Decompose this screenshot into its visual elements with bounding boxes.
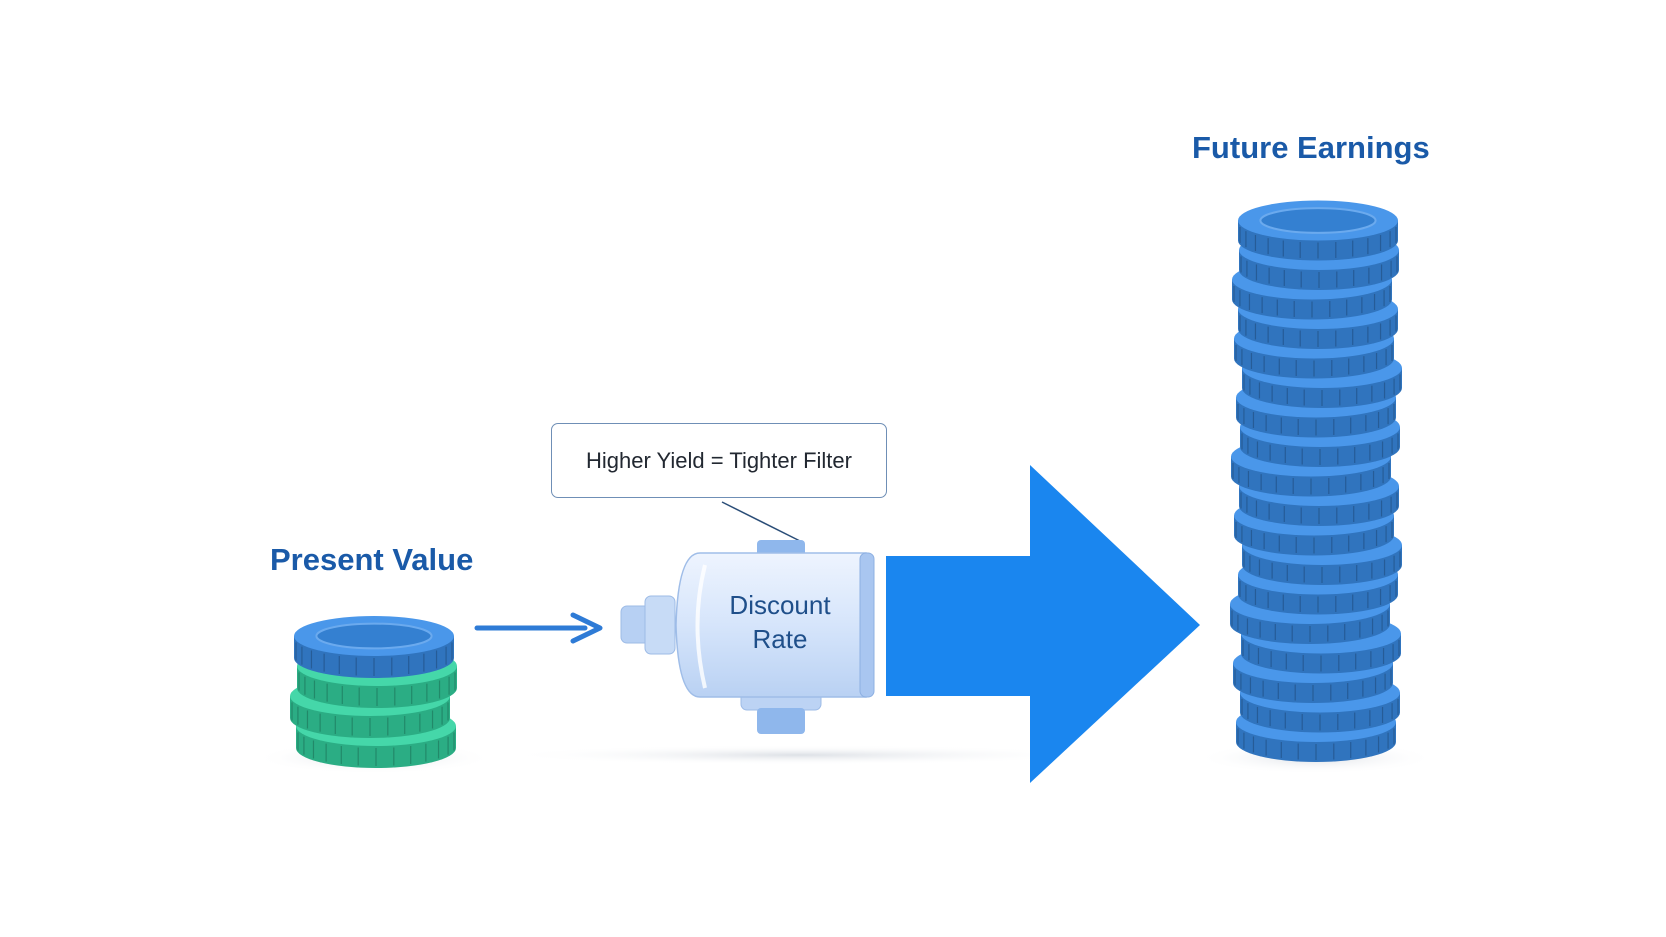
future-earnings-label: Future Earnings (1192, 130, 1430, 165)
callout-pointer (721, 501, 801, 542)
present-value-coin-stack (290, 616, 457, 768)
callout-box: Higher Yield = Tighter Filter (551, 423, 887, 498)
present-value-coin-4 (294, 616, 454, 678)
floor-shadow (500, 745, 1100, 765)
present-value-label: Present Value (270, 542, 474, 577)
discount-rate-label-line1: Discount (729, 590, 831, 620)
future-earnings-coin-stack (1230, 200, 1402, 762)
discount-rate-label: Discount Rate (700, 588, 860, 656)
discount-rate-label-line2: Rate (752, 624, 808, 654)
input-arrow (474, 612, 603, 644)
output-arrow (886, 465, 1200, 783)
callout-text: Higher Yield = Tighter Filter (586, 447, 852, 473)
discount-rate-filter (620, 540, 875, 734)
future-earnings-coin-18 (1238, 200, 1398, 261)
